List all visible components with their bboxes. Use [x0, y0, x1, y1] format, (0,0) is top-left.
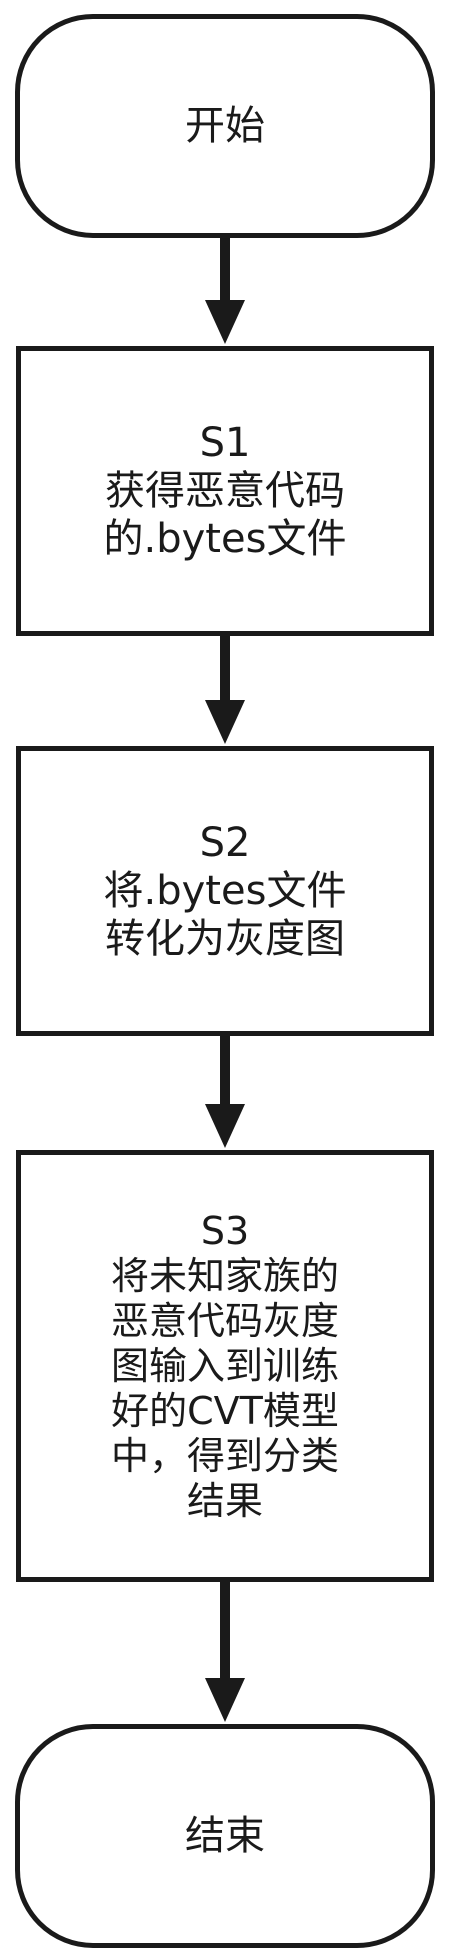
step-s3-text-line-3: 图输入到训练	[110, 1343, 339, 1388]
step-s3-text-line-6: 结果	[186, 1478, 263, 1523]
start-label: 开始	[185, 103, 265, 149]
arrow-s1-to-s2	[205, 636, 245, 744]
step-s3-text-line-4: 好的CVT模型	[111, 1388, 339, 1433]
end-terminal: 结束	[15, 1724, 435, 1948]
step-s1-id: S1	[199, 420, 251, 466]
step-s3-box: S3 将未知家族的 恶意代码灰度 图输入到训练 好的CVT模型 中，得到分类 结…	[16, 1150, 434, 1582]
step-s2-text-line-1: 将.bytes文件	[103, 868, 347, 914]
arrow-start-to-s1	[205, 238, 245, 344]
arrow-s2-to-s3	[205, 1036, 245, 1148]
step-s3-id: S3	[200, 1208, 250, 1253]
arrow-s3-to-end	[205, 1582, 245, 1722]
start-terminal: 开始	[15, 14, 435, 238]
step-s2-id: S2	[199, 820, 251, 866]
step-s2-text-line-2: 转化为灰度图	[105, 916, 345, 962]
step-s1-text-line-2: 的.bytes文件	[103, 516, 347, 562]
step-s3-text-line-2: 恶意代码灰度	[110, 1298, 339, 1343]
step-s3-text-line-5: 中，得到分类	[110, 1433, 339, 1478]
step-s3-text-line-1: 将未知家族的	[110, 1253, 339, 1298]
step-s1-box: S1 获得恶意代码 的.bytes文件	[16, 346, 434, 636]
step-s1-text-line-1: 获得恶意代码	[105, 468, 345, 514]
step-s2-box: S2 将.bytes文件 转化为灰度图	[16, 746, 434, 1036]
end-label: 结束	[185, 1813, 265, 1859]
